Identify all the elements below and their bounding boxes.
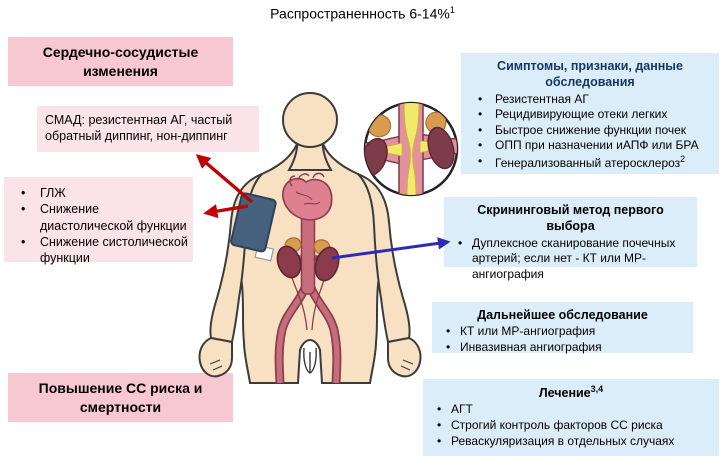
list-item: ОПП при назначении иАПФ или БРА: [469, 138, 711, 154]
list-item: Резистентная АГ: [469, 92, 711, 108]
red-arrow-to-lvh: [203, 204, 249, 219]
cardio-changes-box: Сердечно-сосудистые изменения: [8, 37, 233, 86]
list-item: Быстрое снижение функции почек: [469, 123, 711, 139]
list-item: Дуплексное сканирование почечных артерий…: [452, 236, 689, 283]
page-title: Распространенность 6-14%1: [270, 5, 455, 22]
list-item: Строгий контроль факторов СС риска: [431, 418, 711, 434]
aorta-and-arteries: [274, 207, 342, 384]
left-kidney: [276, 245, 302, 279]
title-footnote: 1: [449, 5, 455, 15]
symptoms-box: Симптомы, признаки, данные обследования …: [461, 53, 719, 174]
list-item: Реваскуляризация в отдельных случаях: [431, 434, 711, 450]
footnote-marker: 2: [680, 153, 686, 164]
genital-detail: [303, 347, 317, 374]
blue-arrow-kidney-to-screening: [331, 237, 451, 260]
list-item: Снижение диастолической функции: [8, 201, 189, 234]
red-arrow-to-smad: [195, 154, 254, 204]
list-item: Генерализованный атеросклероз2: [469, 154, 711, 172]
head: [282, 92, 338, 148]
list-item: ГЛЖ: [8, 185, 189, 202]
left-hand: [198, 336, 233, 378]
arrows: [195, 154, 451, 260]
list-item: КТ или МР-ангиография: [440, 324, 685, 340]
right-kidney: [314, 246, 340, 282]
smad-box: СМАД: резистентная АГ, частый обратный д…: [37, 106, 259, 152]
kidneys: [276, 237, 340, 282]
workup-box-title: Дальнейшее обследование: [477, 308, 648, 322]
body-figure: [195, 92, 459, 384]
lvh-box: ГЛЖ Снижение диастолической функции Сниж…: [4, 177, 193, 265]
footnote-marker: 3,4: [590, 384, 604, 394]
screening-box: Скрининговый метод первого выбора Дуплек…: [444, 197, 697, 281]
treatment-box-title: Лечение3,4: [538, 384, 604, 401]
symptoms-box-title: Симптомы, признаки, данные обследования: [497, 59, 683, 90]
workup-box: Дальнейшее обследование КТ или МР-ангиог…: [432, 302, 693, 356]
risk-box: Повышение СС риска и смертности: [8, 373, 233, 422]
screening-box-title: Скрининговый метод первого выбора: [477, 203, 664, 234]
list-item: АГТ: [431, 402, 711, 418]
list-item: Снижение систолической функции: [8, 234, 189, 267]
treatment-box: Лечение3,4 АГТ Строгий контроль факторов…: [423, 379, 719, 456]
list-item: Рецидивирующие отеки легких: [469, 107, 711, 123]
heart: [281, 172, 333, 221]
right-hand: [387, 336, 422, 378]
list-item: Инвазивная ангиография: [440, 340, 685, 356]
renal-artery-stenosis-inset: [363, 101, 459, 197]
